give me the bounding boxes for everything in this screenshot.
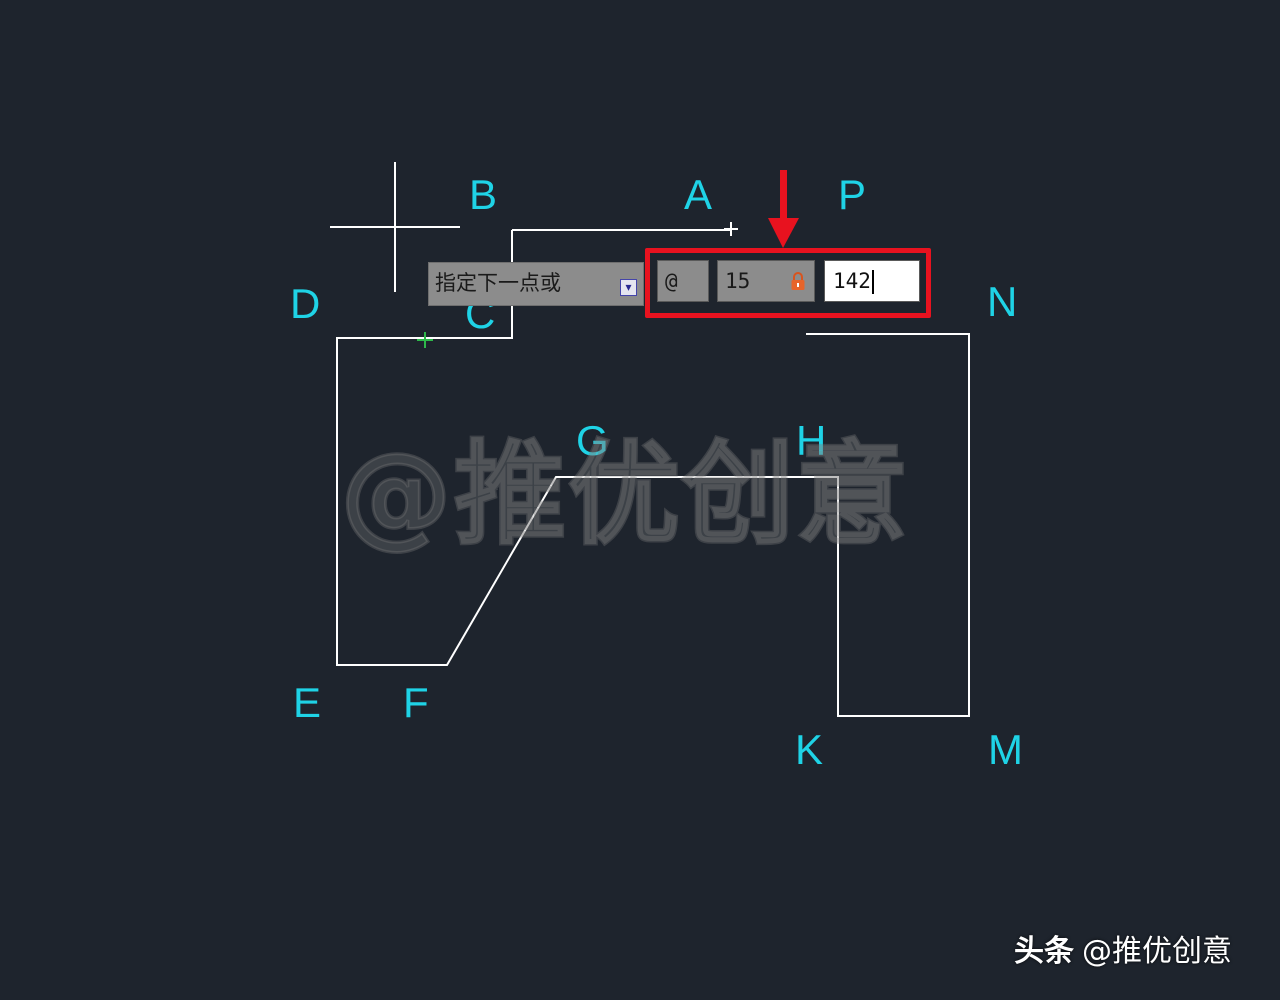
watermark: @推优创意 [339,429,910,562]
length-input-field[interactable]: 15 [717,260,815,302]
angle-input-field[interactable]: 142 [824,260,920,302]
point-label-k: K [795,726,824,773]
point-label-p: P [838,171,867,218]
relative-prefix: @ [665,269,678,293]
point-label-d: D [290,280,321,327]
point-label-a: A [684,171,713,218]
point-label-b: B [469,171,498,218]
point-label-h: H [796,417,827,464]
drawn-polyline [336,230,970,717]
point-label-g: G [576,417,609,464]
length-value: 15 [725,269,751,293]
dynamic-input-prompt: 指定下一点或 ▾ [428,262,644,306]
pick-point-marker [724,222,738,236]
dropdown-menu-icon[interactable]: ▾ [620,279,637,296]
lock-icon [791,272,805,290]
prompt-text: 指定下一点或 [435,271,561,295]
red-arrow-annotation [768,170,799,248]
osnap-marker-icon [417,332,433,348]
angle-value: 142 [833,269,871,293]
brand-handle: @推优创意 [1082,934,1232,969]
text-caret [871,270,874,294]
red-highlight-box [645,248,931,318]
point-label-n: N [987,278,1018,325]
relative-coordinate-field[interactable]: @ [657,260,709,302]
point-label-m: M [988,726,1023,773]
brand-name: 头条 [1014,934,1074,969]
crosshair-cursor [330,162,460,292]
point-label-e: E [293,679,322,726]
point-label-f: F [403,679,429,726]
footer-brand: 头条@推优创意 [1014,932,1232,972]
